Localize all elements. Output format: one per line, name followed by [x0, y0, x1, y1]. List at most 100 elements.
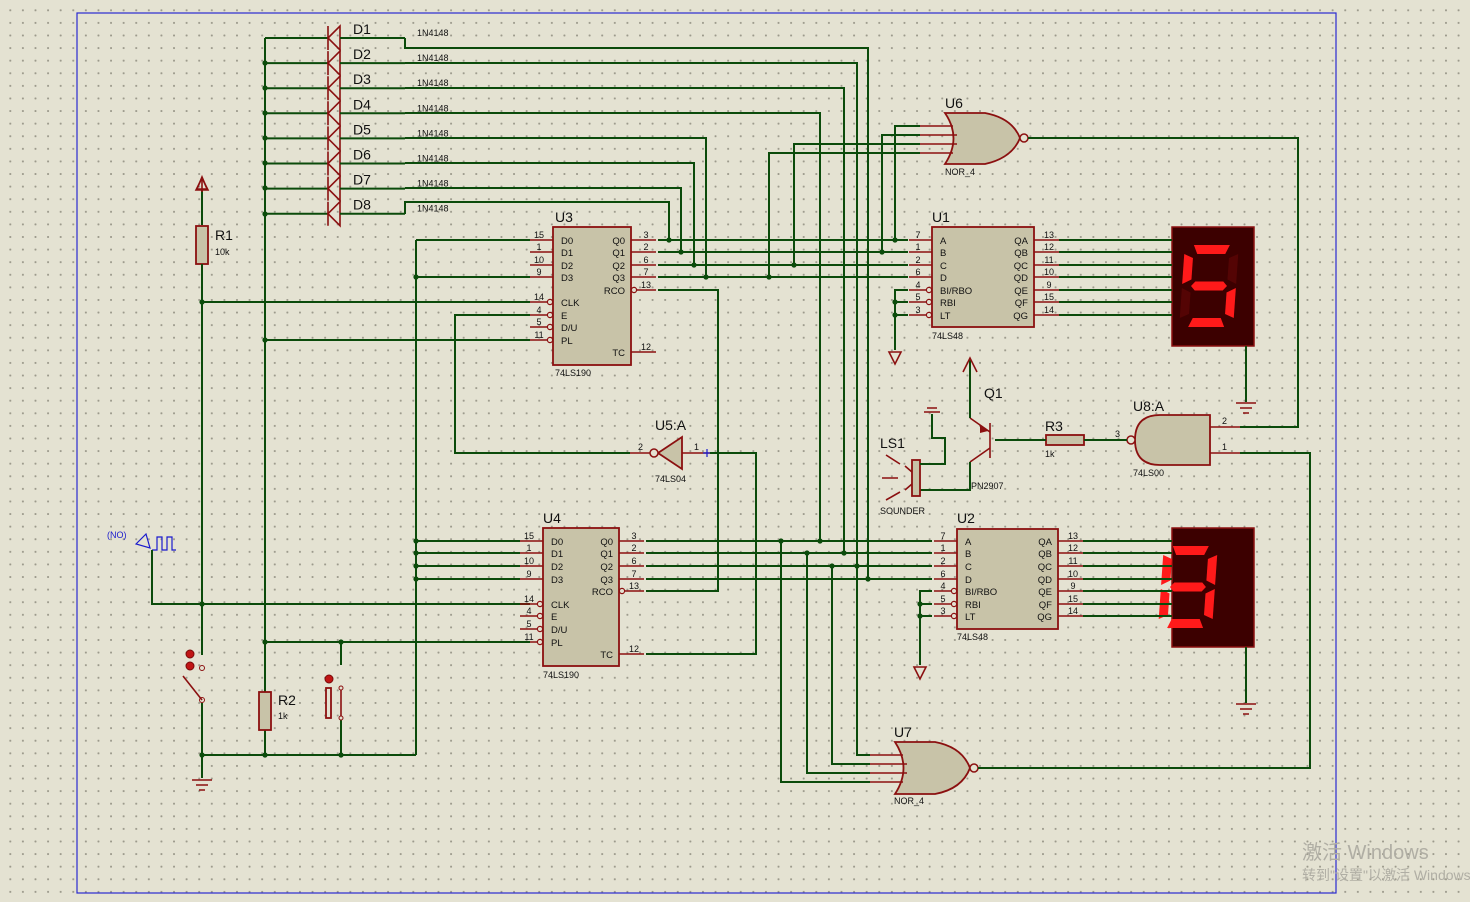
svg-text:10: 10 [524, 556, 534, 566]
svg-text:13: 13 [1068, 531, 1078, 541]
svg-text:11: 11 [534, 330, 543, 340]
u4-ref: U4 [543, 510, 561, 526]
svg-text:QC: QC [1014, 261, 1028, 272]
svg-text:RCO: RCO [592, 587, 613, 598]
svg-text:LT: LT [965, 612, 976, 623]
segment-g [1169, 582, 1206, 592]
segment-c [1203, 589, 1215, 619]
svg-text:2: 2 [643, 242, 648, 252]
svg-text:QE: QE [1014, 286, 1028, 297]
q1-ref: Q1 [984, 385, 1003, 401]
svg-text:5: 5 [536, 317, 541, 327]
svg-text:C: C [940, 261, 947, 272]
r1-ref: R1 [215, 227, 233, 243]
svg-text:D1: D1 [551, 549, 563, 560]
svg-text:13: 13 [629, 581, 639, 591]
svg-text:E: E [551, 612, 557, 623]
svg-text:QB: QB [1014, 248, 1028, 259]
u4-part: 74LS190 [543, 670, 579, 680]
svg-text:QG: QG [1037, 612, 1052, 623]
svg-text:7: 7 [631, 569, 636, 579]
segment-c [1225, 288, 1236, 318]
svg-text:4: 4 [915, 280, 920, 290]
svg-text:7: 7 [643, 267, 648, 277]
pushbutton[interactable] [324, 642, 344, 755]
svg-text:6: 6 [915, 267, 920, 277]
svg-text:4: 4 [940, 581, 945, 591]
u7-nor-gate: U7 NOR_4 [870, 724, 979, 806]
svg-text:11: 11 [1044, 255, 1053, 265]
u3-part: 74LS190 [555, 368, 591, 378]
pin-q1: 2Q1 [612, 242, 656, 259]
diode-ref: D2 [353, 46, 371, 62]
segment-b [1206, 555, 1218, 585]
u5-pin-out: 1 [694, 442, 699, 452]
watermark-line-2: 转到"设置"以激活 Windows。 [1302, 867, 1470, 883]
svg-text:Q0: Q0 [612, 236, 625, 247]
diode-ref: D8 [353, 197, 371, 213]
segment-f [1182, 254, 1193, 284]
clock-label: (NO) [107, 530, 127, 540]
svg-text:D2: D2 [561, 261, 573, 272]
u8-pin-a: 2 [1222, 416, 1227, 426]
segment-e [1179, 288, 1191, 318]
segment-b [1227, 254, 1239, 284]
segment-a [1193, 245, 1230, 254]
pin-d1: 1D1 [520, 543, 563, 560]
svg-text:Q1: Q1 [612, 248, 625, 259]
svg-text:10: 10 [1068, 569, 1078, 579]
svg-text:4: 4 [526, 606, 531, 616]
pin-d1: 1D1 [530, 242, 573, 259]
svg-text:13: 13 [641, 280, 651, 290]
svg-text:6: 6 [643, 255, 648, 265]
u7-ref: U7 [894, 724, 912, 740]
svg-text:QB: QB [1038, 549, 1052, 560]
r3-resistor: R3 1k [995, 418, 1127, 459]
svg-text:B: B [940, 248, 946, 259]
svg-text:D0: D0 [561, 236, 573, 247]
svg-text:Q1: Q1 [600, 549, 613, 560]
r1-resistor: R1 10k [194, 176, 233, 655]
svg-text:QE: QE [1038, 587, 1052, 598]
svg-text:10: 10 [534, 255, 544, 265]
switch-sw[interactable] [182, 649, 205, 755]
svg-text:C: C [965, 562, 972, 573]
svg-text:Q3: Q3 [612, 273, 625, 284]
pin-lt: 3LT [909, 305, 951, 322]
svg-text:3: 3 [643, 230, 648, 240]
diode-ref: D5 [353, 121, 371, 137]
svg-text:A: A [940, 236, 947, 247]
pin-b: 1B [909, 242, 946, 259]
svg-text:15: 15 [1044, 292, 1054, 302]
svg-text:CLK: CLK [561, 298, 580, 309]
svg-text:D: D [965, 575, 972, 586]
pin-du: 5D/U [520, 619, 568, 636]
pin-d3: 9D3 [530, 267, 573, 284]
svg-text:Q2: Q2 [612, 261, 625, 272]
pin-q2: 6Q2 [612, 255, 656, 272]
svg-text:2: 2 [915, 255, 920, 265]
diode-ref: D1 [353, 21, 371, 37]
svg-text:14: 14 [1068, 606, 1078, 616]
u5-pin-in: 2 [638, 442, 643, 452]
svg-text:12: 12 [1044, 242, 1054, 252]
pin-e: 4E [530, 305, 567, 322]
pin-birbo: 4BI/RBO [909, 280, 972, 297]
